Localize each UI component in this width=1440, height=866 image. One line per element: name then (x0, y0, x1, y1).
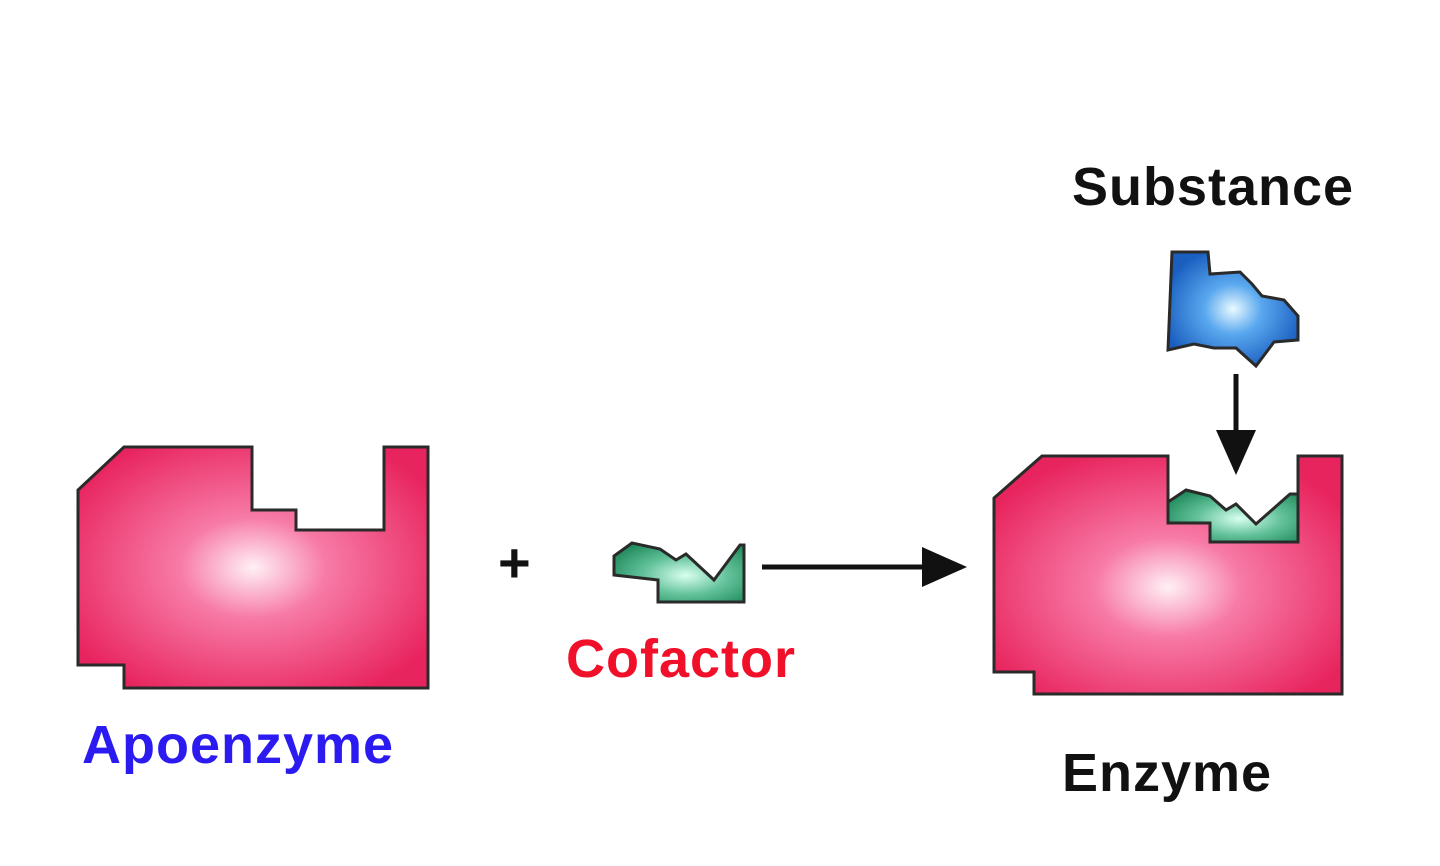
enzyme-label: Enzyme (1062, 743, 1273, 803)
enzyme-shape (992, 454, 1344, 696)
plus-sign: + (498, 531, 532, 594)
substance-shape (1166, 250, 1300, 369)
cofactor-label: Cofactor (566, 629, 797, 689)
apoenzyme-shape (76, 445, 430, 690)
bound-cofactor-shape (1166, 488, 1300, 544)
cofactor-shape (612, 541, 746, 604)
apoenzyme-label: Apoenzyme (82, 715, 395, 775)
substance-label: Substance (1072, 157, 1355, 217)
